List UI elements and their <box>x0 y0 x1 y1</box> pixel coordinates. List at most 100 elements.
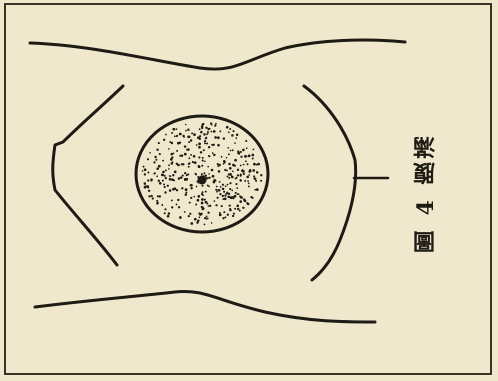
stipple-dot <box>170 158 173 161</box>
stipple-dot <box>202 160 204 162</box>
stipple-dot <box>205 137 207 139</box>
stipple-dot <box>149 152 151 154</box>
stipple-dot <box>208 146 210 148</box>
stipple-dot <box>184 172 186 174</box>
stipple-dot <box>184 145 186 147</box>
stipple-dot <box>245 140 247 142</box>
stipple-dot <box>228 163 231 166</box>
stipple-dot <box>215 204 217 206</box>
stipple-dot <box>244 180 246 182</box>
stipple-dot <box>232 170 234 172</box>
stipple-dot <box>204 199 206 201</box>
stipple-dot <box>248 174 250 176</box>
stipple-dot <box>205 127 207 129</box>
stipple-dot <box>223 137 225 139</box>
stipple-dot <box>173 179 175 181</box>
stipple-dot <box>197 136 200 139</box>
stipple-dot <box>206 133 208 135</box>
bottom-body-outline <box>35 292 375 322</box>
stipple-dot <box>229 167 232 170</box>
stipple-dot <box>201 202 204 205</box>
stipple-dot <box>224 161 226 163</box>
stipple-dot <box>198 165 200 167</box>
stipple-dot <box>161 204 163 206</box>
top-body-outline <box>30 40 405 69</box>
stipple-dot <box>180 176 183 179</box>
stipple-dot <box>175 128 177 130</box>
navel-dot <box>198 176 207 185</box>
stipple-dot <box>158 165 161 168</box>
stipple-dot <box>168 164 170 166</box>
stipple-dot <box>176 135 178 137</box>
stipple-dots <box>142 122 263 225</box>
left-ribcage-outline <box>53 86 123 265</box>
stipple-dot <box>198 156 200 158</box>
stipple-dot <box>200 213 203 216</box>
stipple-dot <box>201 198 204 201</box>
stipple-dot <box>227 184 229 186</box>
stipple-dot <box>218 170 221 173</box>
stipple-dot <box>252 197 254 199</box>
stipple-dot <box>190 139 192 141</box>
stipple-dot <box>201 193 203 195</box>
stipple-dot <box>245 160 247 162</box>
stipple-dot <box>212 152 214 154</box>
stipple-dot <box>187 136 189 138</box>
stipple-dot <box>148 190 150 192</box>
stipple-dot <box>218 164 220 166</box>
stipple-dot <box>247 203 250 206</box>
stipple-dot <box>165 134 167 136</box>
stipple-dot <box>185 193 187 195</box>
stipple-dot <box>173 153 175 155</box>
stipple-dot <box>225 185 227 187</box>
stipple-dot <box>164 212 166 214</box>
stipple-dot <box>169 189 172 192</box>
stipple-dot <box>232 164 235 167</box>
stipple-dot <box>185 188 188 191</box>
stipple-dot <box>168 148 170 150</box>
stipple-dot <box>188 141 190 143</box>
stipple-dot <box>217 163 219 165</box>
stipple-dot <box>201 185 203 187</box>
stipple-dot <box>147 158 149 160</box>
stipple-dot <box>156 202 158 204</box>
stipple-dot <box>236 187 238 189</box>
stipple-dot <box>172 174 174 176</box>
stipple-dot <box>168 168 170 170</box>
stipple-dot <box>188 166 190 168</box>
stipple-dot <box>239 210 241 212</box>
stipple-dot <box>211 169 214 172</box>
stipple-dot <box>227 176 229 178</box>
stipple-dot <box>157 195 159 197</box>
stipple-dot <box>207 184 209 186</box>
stipple-dot <box>236 204 239 207</box>
stipple-dot <box>247 163 249 165</box>
stipple-dot <box>232 130 234 132</box>
stipple-dot <box>201 165 203 167</box>
stipple-dot <box>260 180 262 182</box>
stipple-dot <box>210 131 212 133</box>
stipple-dot <box>158 180 160 182</box>
stipple-dot <box>232 197 234 199</box>
stipple-dot <box>216 186 218 188</box>
stipple-dot <box>212 175 215 178</box>
stipple-dot <box>165 177 167 179</box>
stipple-dot <box>184 153 187 156</box>
stipple-dot <box>148 195 150 197</box>
stipple-dot <box>194 218 197 221</box>
stipple-dot <box>218 189 221 192</box>
stipple-dot <box>238 152 241 155</box>
stipple-dot <box>249 169 251 171</box>
stipple-dot <box>253 149 255 151</box>
stipple-dot <box>232 149 234 151</box>
stipple-dot <box>150 178 153 181</box>
stipple-dot <box>156 167 159 170</box>
stipple-dot <box>185 130 187 132</box>
stipple-dot <box>163 184 165 186</box>
stipple-dot <box>227 214 229 216</box>
stipple-dot <box>174 135 176 137</box>
stipple-dot <box>164 191 166 193</box>
stipple-dot <box>202 207 204 209</box>
stipple-dot <box>156 175 158 177</box>
